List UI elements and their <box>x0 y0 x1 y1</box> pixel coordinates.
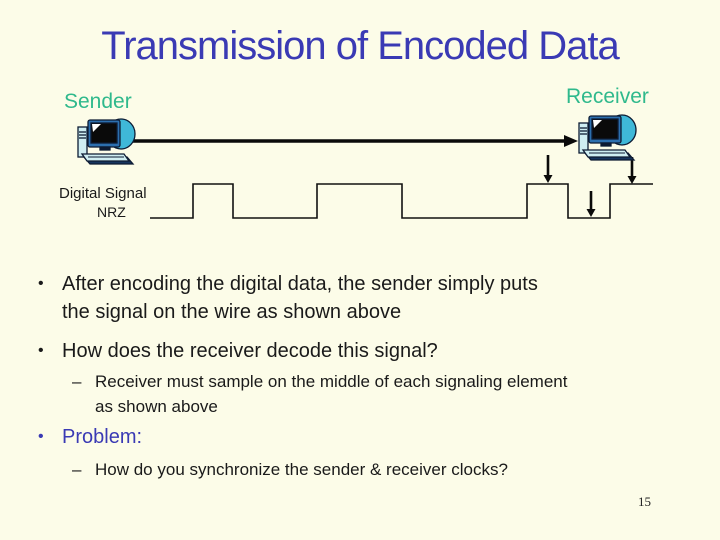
sampling-arrowhead-icon <box>586 209 596 217</box>
bullet-problem: • Problem: <box>38 423 142 451</box>
bullet-text-line: as shown above <box>95 397 218 416</box>
bullet-text: How do you synchronize the sender & rece… <box>95 457 508 482</box>
bullet-text: How does the receiver decode this signal… <box>62 337 438 365</box>
bullet-text: Receiver must sample on the middle of ea… <box>95 369 567 419</box>
page-number: 15 <box>638 494 651 509</box>
bullet-marker: • <box>38 428 44 445</box>
bullet-marker: – <box>72 460 82 479</box>
bullet-text: After encoding the digital data, the sen… <box>62 270 538 326</box>
nrz-waveform <box>150 183 653 219</box>
sampling-arrowhead-icon <box>543 175 553 183</box>
bullet-marker: • <box>38 275 44 292</box>
bullet-text-line: After encoding the digital data, the sen… <box>62 273 538 295</box>
bullet-after-encoding: • After encoding the digital data, the s… <box>38 270 538 326</box>
nrz-label: NRZ <box>97 204 126 220</box>
bullet-text-line: How do you synchronize the sender & rece… <box>95 460 508 479</box>
bullet-text-line: the signal on the wire as shown above <box>62 301 402 323</box>
bullet-text-line: Receiver must sample on the middle of ea… <box>95 372 568 391</box>
bullet-marker: – <box>72 372 82 391</box>
sampling-arrowhead-icon <box>627 176 637 184</box>
receiver-computer-icon <box>578 114 637 161</box>
bullet-text: Problem: <box>62 423 142 451</box>
sender-label: Sender <box>64 90 132 113</box>
bullet-text-line: Problem: <box>62 426 143 448</box>
page-title: Transmission of Encoded Data <box>101 24 619 68</box>
bullet-marker: • <box>38 342 44 359</box>
bullet-how-decode: • How does the receiver decode this sign… <box>38 337 438 365</box>
sender-computer-icon <box>77 118 136 165</box>
bullet-text-line: How does the receiver decode this signal… <box>62 340 438 362</box>
subbullet-receiver-sample: – Receiver must sample on the middle of … <box>72 369 567 419</box>
digital-signal-label: Digital Signal <box>59 185 147 202</box>
receiver-label: Receiver <box>566 85 649 108</box>
subbullet-synchronize: – How do you synchronize the sender & re… <box>72 457 508 482</box>
